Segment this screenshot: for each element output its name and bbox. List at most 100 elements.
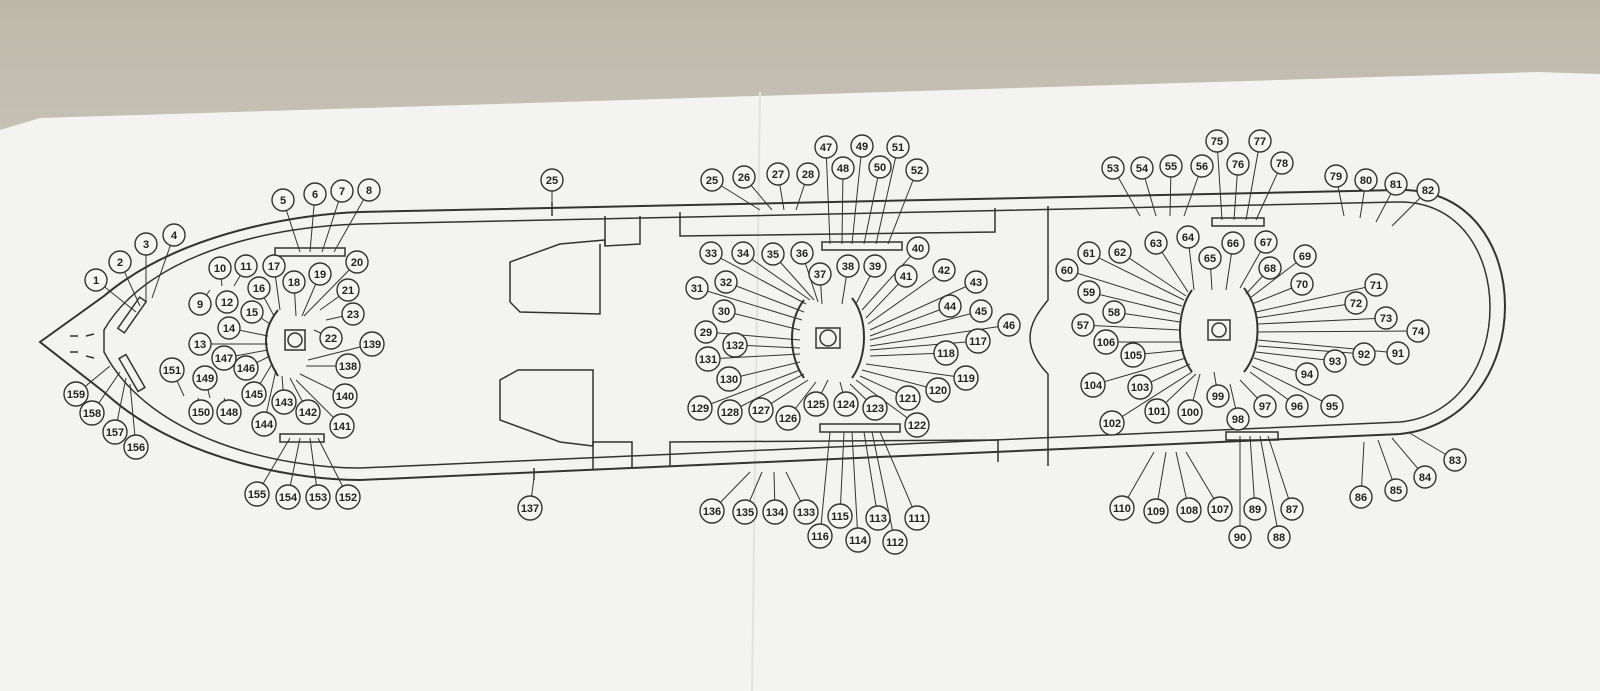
callout-138: 138 xyxy=(335,353,361,379)
callout-circle xyxy=(904,505,930,531)
callout-number: 130 xyxy=(720,374,738,386)
callout-number: 84 xyxy=(1419,472,1432,484)
callout-number: 147 xyxy=(215,353,233,365)
callout-number: 14 xyxy=(223,323,236,335)
callout-154: 154 xyxy=(275,484,301,510)
callout-circle xyxy=(240,300,264,324)
callout-133: 133 xyxy=(793,499,819,525)
callout-53: 53 xyxy=(1101,156,1125,180)
callout-number: 153 xyxy=(309,492,327,504)
callout-number: 106 xyxy=(1097,337,1115,349)
callout-circle xyxy=(159,357,185,383)
callout-18: 18 xyxy=(282,270,306,294)
callout-circle xyxy=(1228,525,1252,549)
callout-8: 8 xyxy=(357,178,381,202)
callout-65: 65 xyxy=(1198,246,1222,270)
callout-10: 10 xyxy=(208,256,232,280)
callout-number: 39 xyxy=(869,261,881,273)
callout-circle xyxy=(1077,241,1101,265)
callout-number: 71 xyxy=(1370,280,1382,292)
callout-number: 40 xyxy=(912,243,924,255)
callout-42: 42 xyxy=(932,258,956,282)
callout-143: 143 xyxy=(271,389,297,415)
callout-131: 131 xyxy=(695,346,721,372)
callout-1: 1 xyxy=(84,268,108,292)
callout-circle xyxy=(1323,349,1347,373)
station-middle xyxy=(791,241,903,433)
callout-100: 100 xyxy=(1177,399,1203,425)
callout-circle xyxy=(1290,272,1314,296)
leader-line xyxy=(863,431,879,519)
callout-34: 34 xyxy=(731,241,755,265)
callout-circle xyxy=(716,366,742,392)
callout-circle xyxy=(336,278,360,302)
callout-23: 23 xyxy=(341,302,365,326)
callout-circle xyxy=(699,498,725,524)
paper-sheet xyxy=(0,72,1600,691)
callout-number: 124 xyxy=(837,399,856,411)
callout-circle xyxy=(330,179,354,203)
callout-circle xyxy=(234,254,258,278)
callout-number: 86 xyxy=(1355,492,1367,504)
callout-number: 36 xyxy=(796,248,808,260)
callout-circle xyxy=(969,299,993,323)
callout-number: 137 xyxy=(521,503,539,515)
callout-circle xyxy=(102,419,128,445)
callout-156: 156 xyxy=(123,434,149,460)
leader-line xyxy=(723,310,801,331)
callout-number: 79 xyxy=(1330,171,1342,183)
callout-number: 109 xyxy=(1147,506,1165,518)
callout-118: 118 xyxy=(933,340,959,366)
callout-number: 32 xyxy=(720,277,732,289)
callout-number: 47 xyxy=(820,142,832,154)
callout-153: 153 xyxy=(305,484,331,510)
hatch-top xyxy=(604,216,641,247)
callout-32: 32 xyxy=(714,270,738,294)
callout-circle xyxy=(1102,300,1126,324)
callout-144: 144 xyxy=(251,411,277,437)
callout-15: 15 xyxy=(240,300,264,324)
callout-6: 6 xyxy=(303,182,327,206)
callout-number: 51 xyxy=(892,142,904,154)
callout-number: 68 xyxy=(1264,263,1276,275)
callout-63: 63 xyxy=(1144,231,1168,255)
callout-number: 100 xyxy=(1181,407,1199,419)
callout-circle xyxy=(865,505,891,531)
leader-line xyxy=(742,252,811,301)
callout-76: 76 xyxy=(1226,152,1250,176)
leader-line xyxy=(696,287,803,321)
callout-circle xyxy=(319,326,343,350)
callout-105: 105 xyxy=(1120,342,1146,368)
callout-circle xyxy=(275,484,301,510)
callout-number: 50 xyxy=(874,162,886,174)
callout-number: 149 xyxy=(196,373,214,385)
callout-circle xyxy=(863,254,887,278)
callout-circle xyxy=(108,250,132,274)
callout-71: 71 xyxy=(1364,273,1388,297)
callout-146: 146 xyxy=(233,355,259,381)
callout-17: 17 xyxy=(262,254,286,278)
callout-number: 99 xyxy=(1212,391,1224,403)
deckhouse-top xyxy=(679,208,996,237)
callout-50: 50 xyxy=(868,155,892,179)
callout-number: 125 xyxy=(807,399,825,411)
leader-line xyxy=(861,369,939,391)
callout-circle xyxy=(1071,313,1095,337)
callout-circle xyxy=(925,377,951,403)
callout-circle xyxy=(732,499,758,525)
callout-94: 94 xyxy=(1295,362,1319,386)
callout-circle xyxy=(303,182,327,206)
callout-number: 116 xyxy=(811,531,829,543)
callout-83: 83 xyxy=(1443,448,1467,472)
callout-circle xyxy=(965,328,991,354)
leader-line xyxy=(1082,324,1181,331)
callout-number: 28 xyxy=(802,169,814,181)
callout-number: 8 xyxy=(366,185,372,197)
leader-line xyxy=(867,269,945,325)
callout-141: 141 xyxy=(329,413,355,439)
callout-circle xyxy=(359,331,385,357)
callout-number: 11 xyxy=(240,261,252,273)
callout-39: 39 xyxy=(863,254,887,278)
callout-67: 67 xyxy=(1254,230,1278,254)
